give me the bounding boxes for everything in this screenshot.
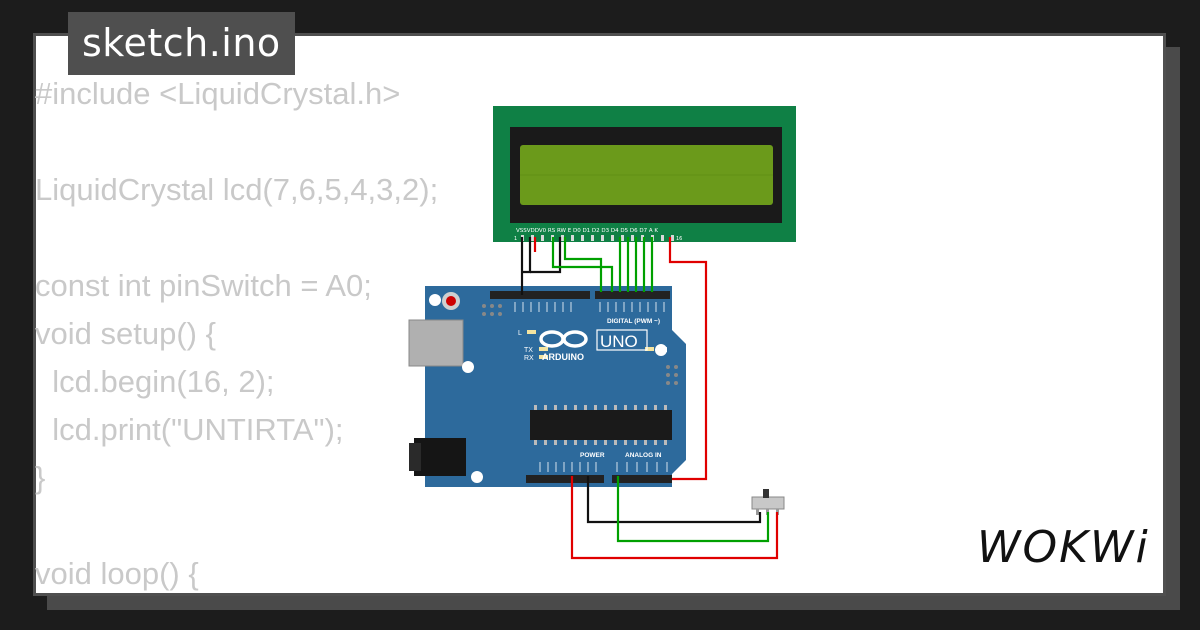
lcd-pin-labels: VSSVDDV0 RS RW E D0 D1 D2 D3 D4 D5 D6 D7…: [516, 228, 658, 234]
digital-header-right: [595, 291, 670, 299]
microcontroller-chip: [530, 410, 672, 440]
code-line: lcd.begin(16, 2);: [35, 364, 275, 399]
code-line: #include <LiquidCrystal.h>: [35, 76, 401, 111]
code-editor: #include <LiquidCrystal.h> LiquidCrystal…: [35, 70, 438, 598]
power-jack: [414, 438, 466, 476]
lcd-display[interactable]: VSSVDDV0 RS RW E D0 D1 D2 D3 D4 D5 D6 D7…: [493, 106, 796, 242]
code-line: void loop() {: [35, 556, 199, 591]
code-line: lcd.print("UNTIRTA");: [35, 412, 344, 447]
digital-header-left: [490, 291, 590, 299]
arduino-infinity-logo: [539, 330, 588, 348]
wokwi-logo: WOKWi: [977, 522, 1150, 573]
led-rx-label: RX: [524, 355, 534, 362]
analog-header: [612, 475, 672, 483]
code-line: }: [35, 460, 46, 495]
led-rx: [539, 355, 548, 359]
usb-connector: [408, 319, 464, 367]
led-tx-label: TX: [524, 347, 533, 354]
slide-switch[interactable]: [751, 489, 785, 515]
arduino-brand: ARDUINO: [542, 352, 584, 362]
led-l-label: L: [518, 330, 522, 337]
analog-label: ANALOG IN: [625, 452, 662, 459]
wires: [520, 237, 779, 560]
digital-label: DIGITAL (PWM ~): [607, 318, 660, 325]
lcd-pin-last: 16: [676, 236, 682, 242]
power-label: POWER: [580, 452, 605, 459]
led-l: [527, 330, 536, 334]
code-line: const int pinSwitch = A0;: [35, 268, 372, 303]
power-header: [526, 475, 604, 483]
arduino-uno-board[interactable]: L TX RX ON ARDUINO UNO DIGITAL (PWM ~) A…: [408, 286, 686, 487]
code-line: LiquidCrystal lcd(7,6,5,4,3,2);: [35, 172, 439, 207]
code-line: void setup() {: [35, 316, 216, 351]
led-tx: [539, 347, 548, 351]
lcd-pin-first: 1: [514, 236, 517, 242]
led-on: [645, 347, 654, 351]
file-title: sketch.ino: [68, 12, 295, 75]
arduino-model: UNO: [600, 332, 638, 351]
on-label: ON: [657, 347, 668, 354]
